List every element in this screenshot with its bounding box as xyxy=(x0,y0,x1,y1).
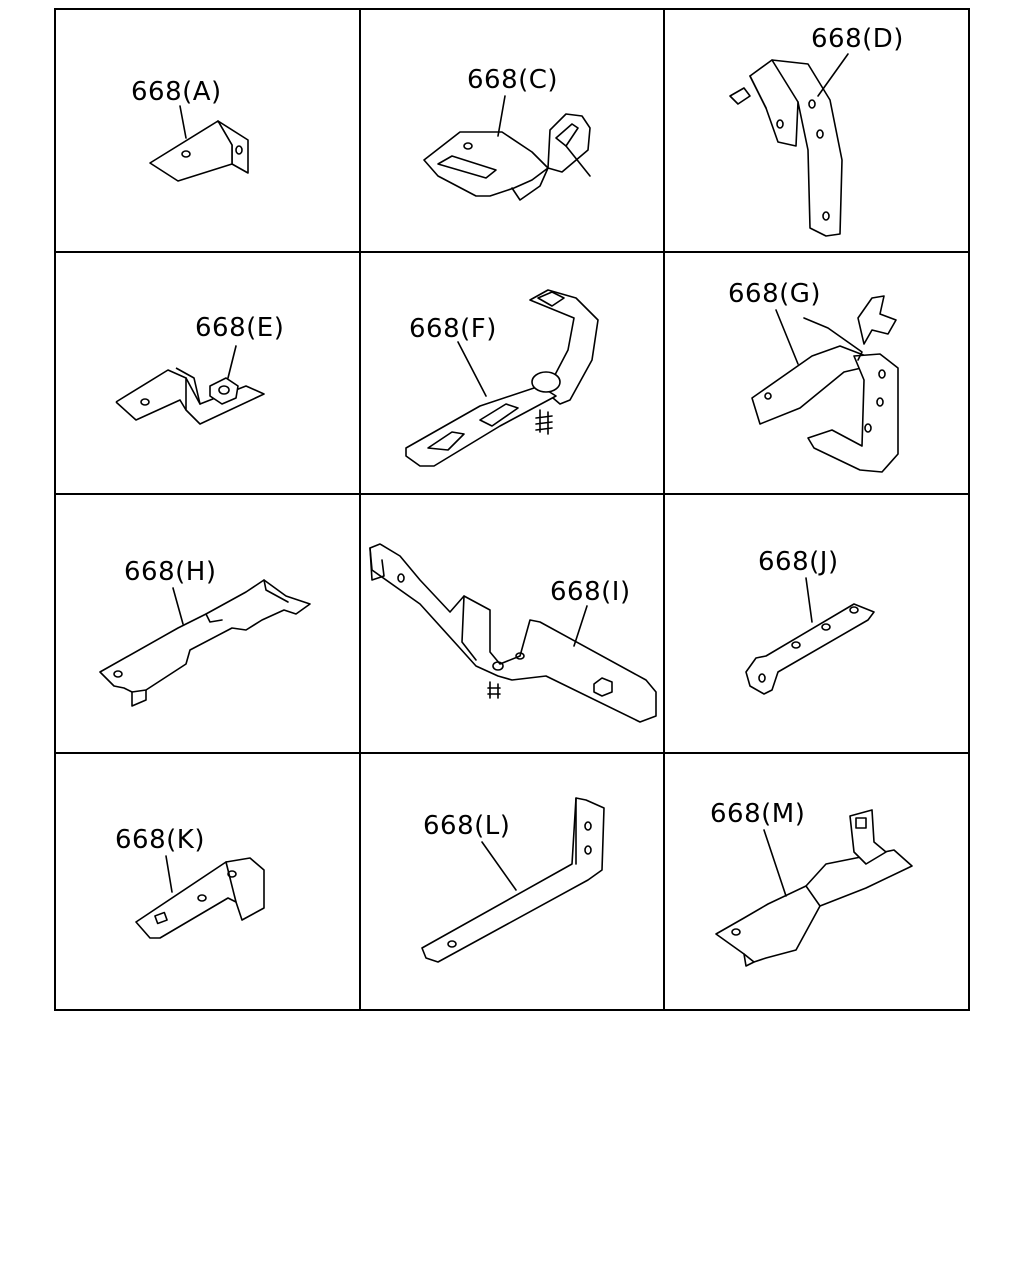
bracket-e-drawing xyxy=(115,367,265,425)
cell-part-d: 668(D) xyxy=(729,24,904,237)
leader-line-c xyxy=(497,95,506,137)
leader-line-g xyxy=(775,309,799,365)
cell-part-m: 668(M) xyxy=(710,799,913,967)
part-label-m: 668(M) xyxy=(710,799,805,829)
part-label-d: 668(D) xyxy=(811,24,904,54)
part-label-i: 668(I) xyxy=(550,577,631,607)
bracket-m-drawing xyxy=(715,809,913,967)
part-label-f: 668(F) xyxy=(409,314,497,344)
leader-line-e xyxy=(227,345,237,379)
leader-line-k xyxy=(165,855,173,893)
leader-line-h xyxy=(172,587,184,625)
leader-line-f xyxy=(457,341,487,397)
bracket-l-drawing xyxy=(421,797,605,963)
part-label-a: 668(A) xyxy=(131,77,222,107)
part-label-j: 668(J) xyxy=(758,547,839,577)
cell-part-h: 668(H) xyxy=(99,557,311,707)
cell-part-f: 668(F) xyxy=(405,289,599,467)
bracket-k-drawing xyxy=(135,857,265,939)
part-label-k: 668(K) xyxy=(115,825,205,855)
grid-frame xyxy=(54,8,970,1011)
bracket-j-drawing xyxy=(745,603,875,695)
bracket-c-drawing xyxy=(423,113,591,201)
bracket-h-drawing xyxy=(99,579,311,707)
bracket-d-drawing xyxy=(729,59,843,237)
leader-line-j xyxy=(805,577,813,623)
cell-part-l: 668(L) xyxy=(421,797,605,963)
part-label-h: 668(H) xyxy=(124,557,216,587)
leader-line-l xyxy=(481,841,517,891)
part-label-g: 668(G) xyxy=(728,279,821,309)
cell-part-c: 668(C) xyxy=(423,65,591,201)
bracket-i-drawing xyxy=(369,543,657,723)
bracket-a-drawing xyxy=(149,120,249,182)
leader-line-m xyxy=(763,829,787,897)
cell-part-k: 668(K) xyxy=(115,825,265,939)
cell-part-i: 668(I) xyxy=(369,543,657,723)
part-label-c: 668(C) xyxy=(467,65,558,95)
part-label-e: 668(E) xyxy=(195,313,284,343)
leader-line-i xyxy=(573,605,588,647)
cell-part-g: 668(G) xyxy=(728,279,899,473)
cell-part-j: 668(J) xyxy=(745,547,875,695)
cell-part-a: 668(A) xyxy=(131,77,249,182)
leader-line-d xyxy=(817,53,849,97)
bracket-g-drawing xyxy=(751,295,899,473)
part-label-l: 668(L) xyxy=(423,811,510,841)
cell-part-e: 668(E) xyxy=(115,313,284,425)
leader-line-a xyxy=(179,105,187,139)
bracket-f-drawing xyxy=(405,289,599,467)
